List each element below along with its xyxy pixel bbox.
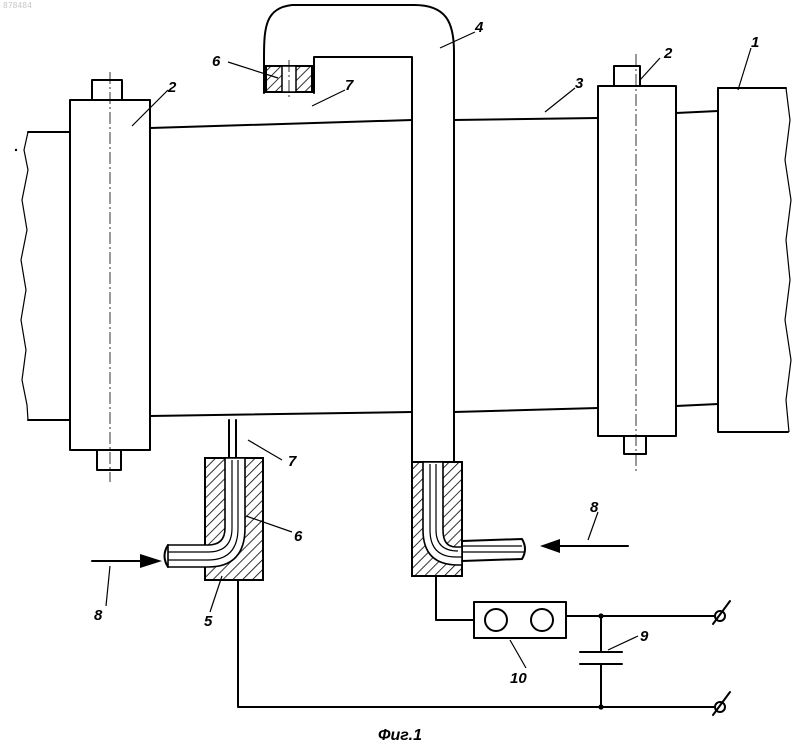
capacitor-icon [580,652,622,664]
label-insulator-bottom: 6 [294,528,303,545]
label-electrode-bottom: 5 [204,613,213,630]
nozzle-left [165,420,264,580]
figure-caption: Фиг.1 [378,727,422,744]
label-roller-right: 2 [663,45,673,62]
label-arrow-left: 8 [94,607,103,624]
electrode-top [264,5,454,468]
label-capacitor: 9 [640,628,649,645]
frame [718,88,791,432]
label-generator: 10 [510,670,527,687]
label-gap-bottom: 7 [288,453,297,470]
nozzle-right [412,462,525,576]
terminal-icon [713,601,730,715]
label-roller-left: 2 [167,79,177,96]
document-number: 878484 [3,1,32,10]
label-workpiece: 3 [575,75,584,92]
roller-right [598,54,676,472]
label-frame: 1 [751,34,759,51]
label-gap-top: 7 [345,77,354,94]
label-arrow-right: 8 [590,499,599,516]
label-insulator-top: 6 [212,53,221,70]
label-electrode-top: 4 [474,19,484,36]
roller-left [70,72,150,482]
generator [474,602,566,638]
